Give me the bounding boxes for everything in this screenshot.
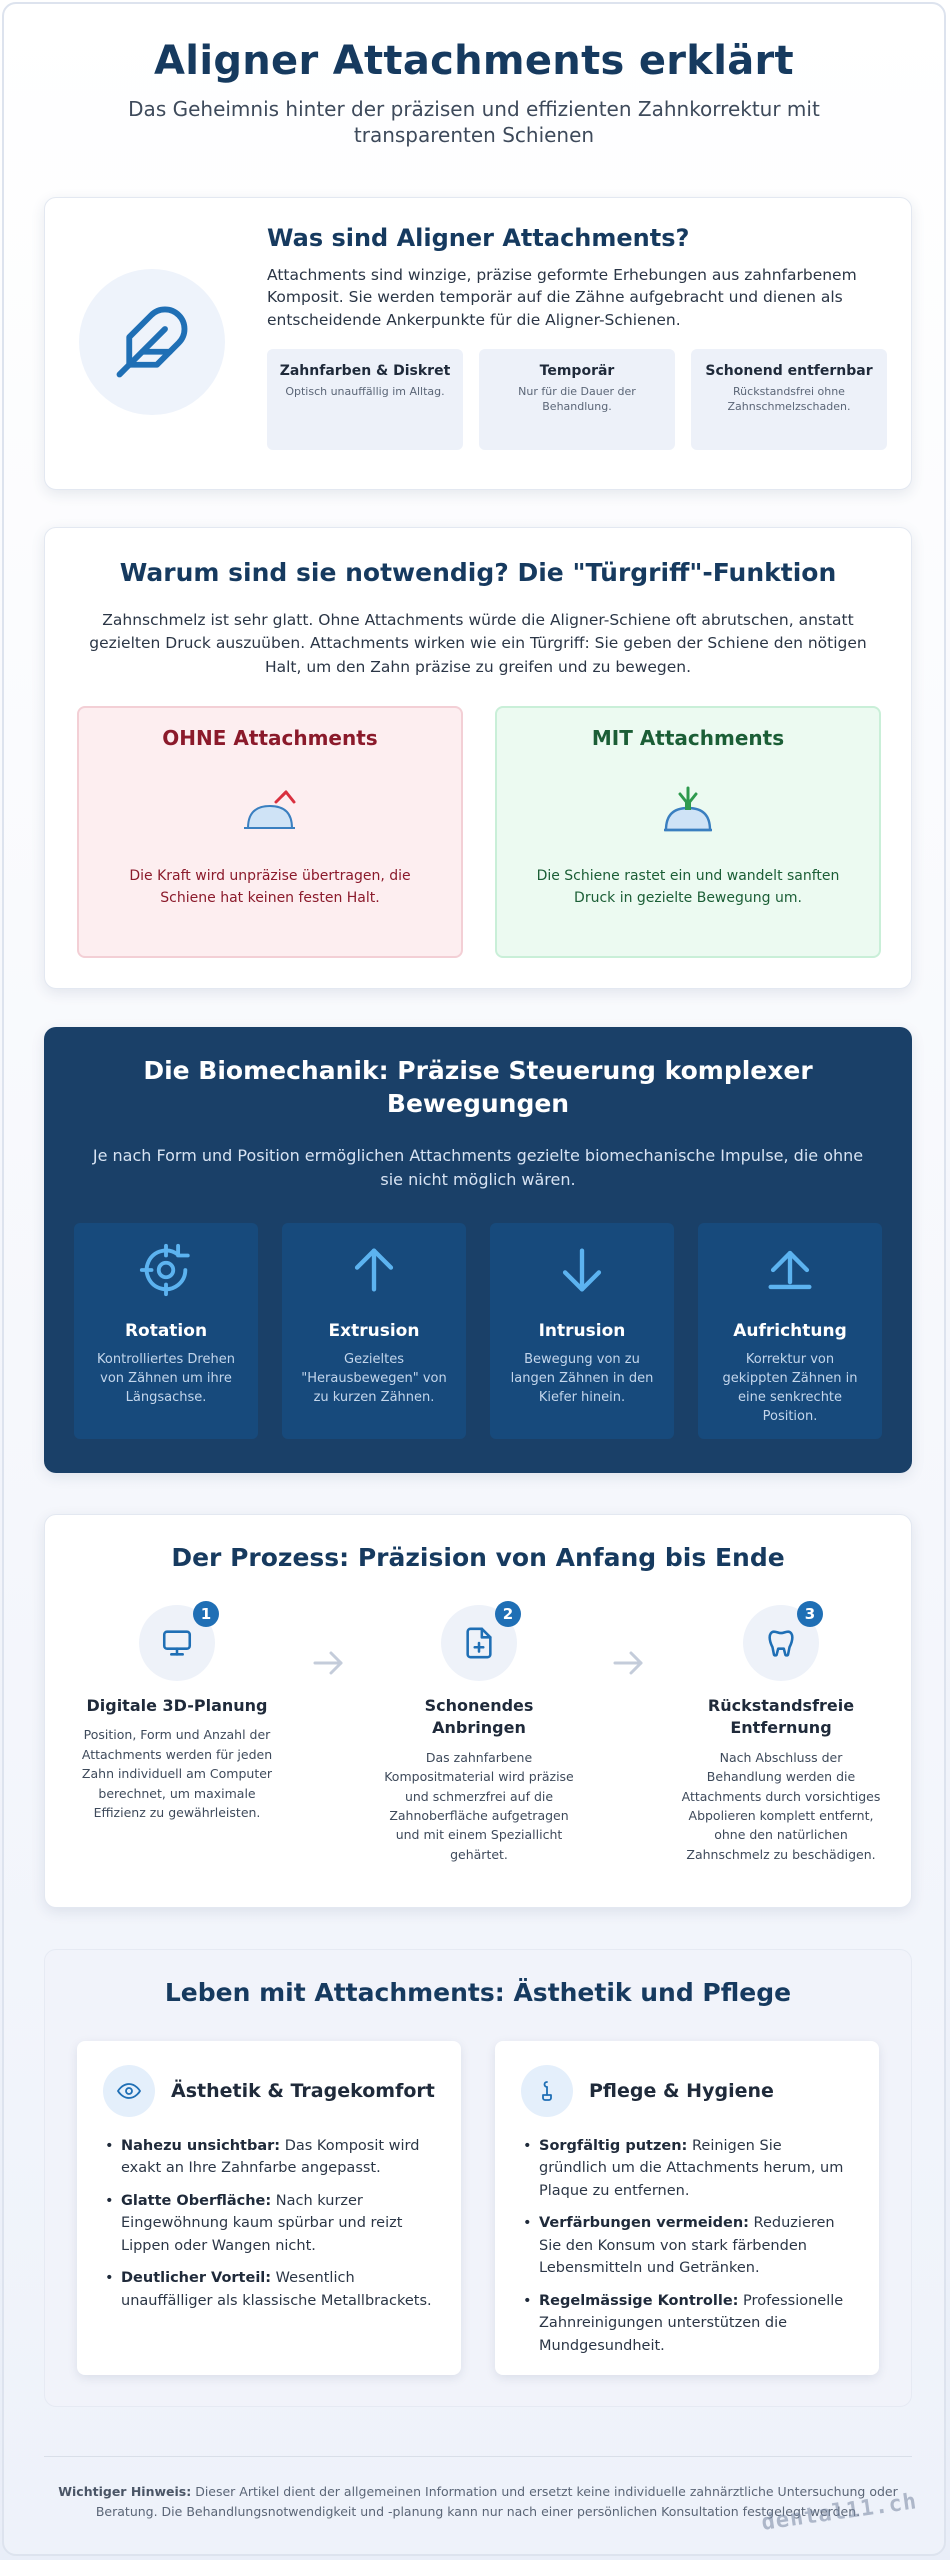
step-number-badge: 1 (193, 1601, 219, 1627)
box-title: Ästhetik & Tragekomfort (171, 2080, 435, 2102)
movement-title: Aufrichtung (733, 1321, 847, 1341)
step-number-badge: 3 (797, 1601, 823, 1627)
section-text: Zahnschmelz ist sehr glatt. Ohne Attachm… (89, 611, 867, 676)
process-card: Der Prozess: Präzision von Anfang bis En… (44, 1514, 912, 1908)
movement-desc: Gezieltes "Herausbewegen" von zu kurzen … (301, 1352, 447, 1405)
biomechanics-card: Die Biomechanik: Präzise Steuerung kompl… (44, 1027, 912, 1473)
feature-box-discreet: Zahnfarben & Diskret Optisch unauffällig… (267, 349, 463, 451)
list-item: Verfärbungen vermeiden: Reduzieren Sie d… (521, 2212, 853, 2279)
section-title: Die Biomechanik: Präzise Steuerung kompl… (143, 1056, 813, 1118)
chevron-right-icon (313, 1651, 343, 1675)
step-desc: Nach Abschluss der Behandlung werden die… (681, 1749, 881, 1862)
step-desc: Das zahnfarbene Kompositmaterial wird pr… (384, 1749, 574, 1862)
process-step-2: 2 Schonendes Anbringen Das zahnfarbene K… (379, 1601, 579, 1864)
step-title: Digitale 3D-Planung (86, 1696, 268, 1715)
step-icon-circle: 2 (441, 1601, 521, 1681)
movement-types: Rotation Kontrolliertes Drehen von Zähne… (74, 1223, 882, 1439)
hygiene-box: Pflege & Hygiene Sorgfältig putzen: Rein… (495, 2041, 879, 2375)
care-card: Leben mit Attachments: Ästhetik und Pfle… (44, 1949, 912, 2407)
movement-desc: Kontrolliertes Drehen von Zähnen um ihre… (97, 1352, 235, 1405)
without-desc: Die Kraft wird unpräzise übertragen, die… (129, 868, 411, 906)
hygiene-header: Pflege & Hygiene (521, 2065, 853, 2117)
what-are-attachments-body: Was sind Aligner Attachments? Attachment… (267, 224, 887, 451)
without-attachments-box: OHNE Attachments Die Kraft wird unpräzis… (77, 706, 463, 958)
list-item: Regelmässige Kontrolle: Professionelle Z… (521, 2290, 853, 2357)
step-icon-circle: 3 (743, 1601, 823, 1681)
section-title: Was sind Aligner Attachments? (267, 224, 690, 252)
list-item: Nahezu unsichtbar: Das Komposit wird exa… (103, 2135, 435, 2180)
movement-title: Rotation (124, 1321, 208, 1341)
footer-divider (44, 2456, 912, 2457)
movement-intrusion: Intrusion Bewegung von zu langen Zähnen … (490, 1223, 674, 1439)
disclaimer-label: Wichtiger Hinweis: (58, 2484, 192, 2499)
list-item: Deutlicher Vorteil: Wesentlich unauffäll… (103, 2267, 435, 2312)
what-are-attachments-card: Was sind Aligner Attachments? Attachment… (44, 197, 912, 490)
feature-box-temporary: Temporär Nur für die Dauer der Behandlun… (479, 349, 675, 451)
step-number-badge: 2 (495, 1601, 521, 1627)
page-header: Aligner Attachments erklärt Das Geheimni… (4, 4, 944, 148)
movement-title: Extrusion (328, 1321, 420, 1341)
hygiene-list: Sorgfältig putzen: Reinigen Sie gründlic… (521, 2135, 853, 2357)
feature-desc: Rückstandsfrei ohne Zahnschmelzschaden. (727, 384, 851, 414)
movement-desc: Bewegung von zu langen Zähnen in den Kie… (510, 1352, 654, 1405)
with-title: MIT Attachments (591, 726, 785, 750)
feature-title: Temporär (539, 363, 615, 380)
arrow-down-icon (562, 1248, 602, 1292)
toothbrush-icon-circle (521, 2065, 573, 2117)
rotation-icon (139, 1243, 190, 1297)
with-desc: Die Schiene rastet ein und wandelt sanft… (536, 868, 840, 906)
toothbrush-icon (542, 2081, 552, 2101)
step-title: Rückstandsfreie Entfernung (707, 1696, 855, 1738)
section-text: Je nach Form und Position ermöglichen At… (92, 1146, 864, 1189)
step-title: Schonendes Anbringen (424, 1696, 534, 1738)
feature-desc: Nur für die Dauer der Behandlung. (518, 384, 636, 414)
step-icon-circle: 1 (139, 1601, 219, 1681)
without-title: OHNE Attachments (162, 726, 378, 750)
feature-desc: Optisch unauffällig im Alltag. (285, 384, 445, 398)
feature-box-removable: Schonend entfernbar Rückstandsfrei ohne … (691, 349, 887, 451)
section-title: Der Prozess: Präzision von Anfang bis En… (171, 1543, 785, 1572)
list-item: Sorgfältig putzen: Reinigen Sie gründlic… (521, 2135, 853, 2202)
with-attachments-box: MIT Attachments Die Schiene rastet ein u… (495, 706, 881, 958)
movement-rotation: Rotation Kontrolliertes Drehen von Zähne… (74, 1223, 258, 1439)
chevron-right-icon (613, 1651, 643, 1675)
feature-boxes: Zahnfarben & Diskret Optisch unauffällig… (267, 349, 887, 451)
slipping-aligner-icon (244, 790, 296, 829)
page-subtitle: Das Geheimnis hinter der präzisen und ef… (128, 97, 820, 147)
eye-icon-circle (103, 2065, 155, 2117)
feather-icon (116, 306, 188, 378)
movement-uprighting: Aufrichtung Korrektur von gekippten Zähn… (698, 1223, 882, 1439)
movement-extrusion: Extrusion Gezieltes "Herausbewegen" von … (282, 1223, 466, 1439)
why-needed-card: Warum sind sie notwendig? Die "Türgriff"… (44, 527, 912, 989)
section-text: Attachments sind winzige, präzise geform… (267, 266, 857, 329)
upright-icon (768, 1250, 812, 1290)
tooth-icon (768, 1630, 794, 1657)
monitor-icon (162, 1630, 192, 1656)
page-title: Aligner Attachments erklärt (154, 38, 794, 84)
disclaimer: Wichtiger Hinweis: Dieser Artikel dient … (44, 2482, 912, 2522)
feature-title: Schonend entfernbar (705, 363, 873, 380)
movement-title: Intrusion (538, 1321, 626, 1341)
feature-title: Zahnfarben & Diskret (279, 363, 451, 380)
aesthetics-box: Ästhetik & Tragekomfort Nahezu unsichtba… (77, 2041, 461, 2375)
process-step-1: 1 Digitale 3D-Planung Position, Form und… (77, 1601, 277, 1822)
disclaimer-text: Dieser Artikel dient der allgemeinen Inf… (95, 2484, 898, 2519)
section-title: Leben mit Attachments: Ästhetik und Pfle… (164, 1978, 792, 2007)
arrow-up-icon (354, 1248, 394, 1292)
eye-icon (117, 2083, 141, 2099)
section-title: Warum sind sie notwendig? Die "Türgriff"… (119, 558, 837, 587)
aesthetics-list: Nahezu unsichtbar: Das Komposit wird exa… (103, 2135, 435, 2312)
movement-desc: Korrektur von gekippten Zähnen in eine s… (722, 1352, 858, 1424)
anchored-aligner-icon (664, 786, 712, 832)
list-item: Glatte Oberfläche: Nach kurzer Eingewöhn… (103, 2190, 435, 2257)
feather-icon-circle (79, 269, 225, 415)
aesthetics-header: Ästhetik & Tragekomfort (103, 2065, 435, 2117)
file-plus-icon (466, 1627, 492, 1659)
step-desc: Position, Form und Anzahl der Attachment… (81, 1727, 273, 1820)
process-step-3: 3 Rückstandsfreie Entfernung Nach Abschl… (681, 1601, 881, 1864)
box-title: Pflege & Hygiene (589, 2080, 774, 2102)
